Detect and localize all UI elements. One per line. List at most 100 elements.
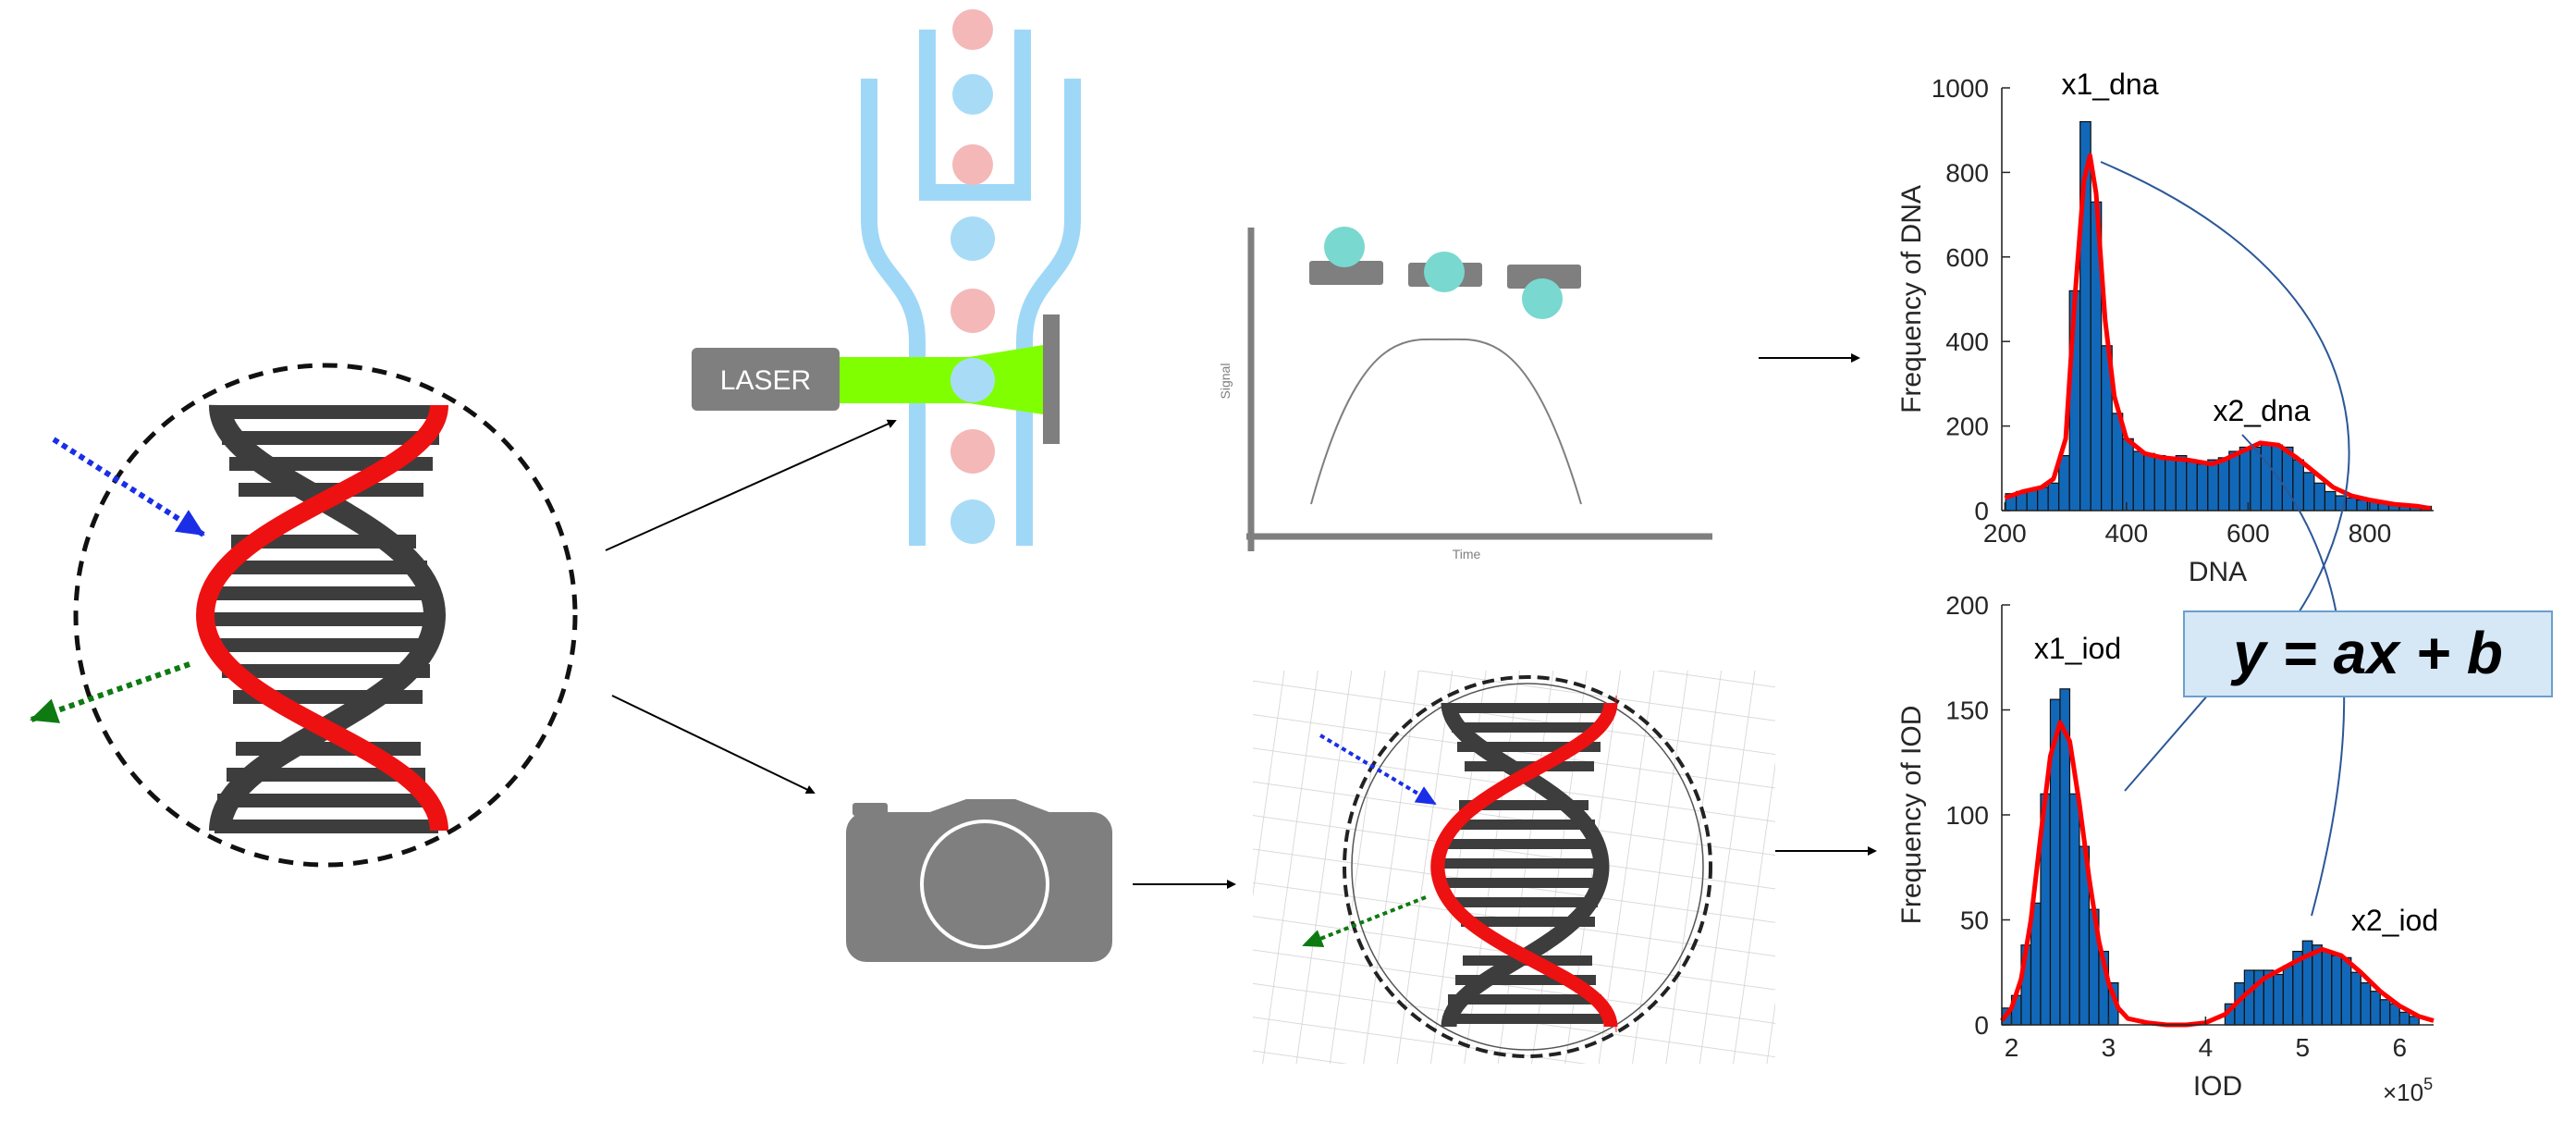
emission-arrow-green [30, 661, 190, 723]
histogram-bar [2250, 446, 2262, 512]
histogram-bar [2186, 461, 2198, 512]
histogram-bar [2324, 490, 2337, 512]
histogram-bar [2282, 965, 2294, 1026]
image-dna-helix [1429, 695, 1618, 1033]
histogram-bar [2165, 457, 2177, 512]
histogram-bar [2398, 1011, 2410, 1026]
annotation-x2-dna: x2_dna [2214, 394, 2311, 427]
equation-text: y = ax + b [2230, 620, 2503, 686]
histogram-bar [2350, 971, 2361, 1026]
mapping-curves [2100, 161, 2350, 917]
histogram-bar [2345, 497, 2358, 512]
histogram-bar [2122, 438, 2134, 512]
histogram-bar [2260, 444, 2273, 512]
histogram-bar [2037, 487, 2049, 512]
y-axis-label: Frequency of DNA [1896, 185, 1927, 413]
equation-box: y = ax + b [2183, 610, 2553, 697]
y-tick-label: 800 [1945, 158, 1989, 187]
image-excitation-arrow [1319, 733, 1437, 806]
y-tick-label: 100 [1945, 801, 1989, 830]
histogram-bar [2360, 981, 2372, 1026]
y-tick-label: 200 [1945, 413, 1989, 441]
x-tick-label: 2 [2005, 1033, 2019, 1062]
histogram-bar [2217, 457, 2230, 512]
y-tick-label: 1000 [1932, 74, 1989, 103]
camera-icon [846, 799, 1112, 962]
detector-bar [1043, 314, 1060, 444]
histogram-bar [2207, 459, 2219, 512]
histogram-bar [2153, 454, 2166, 512]
histogram-bar [2271, 444, 2283, 512]
histogram-bar [2312, 944, 2323, 1026]
dna-dashed-circle [73, 363, 578, 868]
histogram-bar [2356, 499, 2369, 512]
histogram-bar [2243, 969, 2255, 1026]
histogram-bar [2239, 446, 2251, 512]
histogram-bar [2321, 950, 2333, 1026]
laser-label: LASER [720, 365, 811, 396]
signal-curve [1310, 338, 1582, 505]
x-axis-label: DNA [2189, 557, 2247, 587]
signal-x-label: Time [1453, 547, 1481, 561]
x-tick-label: 800 [2349, 519, 2392, 548]
histogram-bar [2175, 454, 2188, 512]
sensor-block-3 [1507, 265, 1581, 289]
histogram-bar [2302, 472, 2315, 512]
bead-2 [1424, 252, 1465, 292]
histogram-bar [2313, 482, 2326, 512]
arrow-to-flow-cytometer [605, 419, 897, 551]
x-tick-label: 6 [2392, 1033, 2407, 1062]
histogram-bar [2370, 991, 2381, 1026]
histogram-bar [2196, 463, 2209, 512]
flow-cytometer-figure: LASER [692, 9, 1081, 546]
flow-channel [861, 30, 1081, 546]
image-emission-arrow [1302, 895, 1427, 947]
y-tick-label: 0 [1974, 1011, 1989, 1040]
cells [951, 9, 995, 544]
x-multiplier-label: ×105 [2383, 1075, 2433, 1106]
dna-helix-icon [195, 403, 448, 833]
histogram-bar [2273, 973, 2284, 1026]
histogram-bar [2143, 452, 2155, 512]
histogram-bar [2331, 955, 2342, 1026]
bead-1 [1324, 227, 1365, 267]
signal-y-label: Signal [1218, 364, 1233, 400]
fit-curve [2000, 720, 2435, 1028]
annotation-x1-iod: x1_iod [2034, 632, 2121, 665]
y-tick-label: 600 [1945, 243, 1989, 272]
image-dashed-circle [1343, 675, 1712, 1058]
sensor-block-1 [1309, 261, 1383, 285]
x-tick-label: 4 [2199, 1033, 2214, 1062]
histogram-bar [2068, 793, 2080, 1026]
signal-plot: Signal Time [1218, 227, 1712, 561]
x-tick-label: 600 [2226, 519, 2270, 548]
histogram-bar [2379, 999, 2391, 1026]
annotation-x1-dna: x1_dna [2062, 68, 2159, 101]
cell-image-figure [1253, 671, 1775, 1064]
annotation-x2-iod: x2_iod [2351, 904, 2438, 937]
y-tick-label: 150 [1945, 696, 1989, 725]
y-tick-label: 50 [1960, 906, 1989, 935]
cell-in-beam [951, 358, 995, 402]
y-axis-label: Frequency of IOD [1896, 706, 1927, 925]
bead-3 [1522, 278, 1563, 319]
x-tick-label: 200 [1983, 519, 2027, 548]
histogram-bar [2340, 956, 2352, 1026]
y-tick-label: 200 [1945, 591, 1989, 620]
dna-molecule-figure [30, 363, 578, 868]
y-tick-label: 0 [1974, 497, 1989, 525]
histogram-bar [2228, 450, 2240, 512]
x-tick-label: 5 [2296, 1033, 2311, 1062]
histogram-bar [2047, 482, 2060, 512]
x-tick-label: 3 [2102, 1033, 2116, 1062]
laser-box [692, 348, 840, 411]
fit-curve [2004, 153, 2432, 512]
histogram-bar [2132, 450, 2145, 512]
y-tick-label: 400 [1945, 327, 1989, 356]
excitation-arrow-blue [52, 437, 205, 537]
arrow-to-camera [611, 695, 816, 795]
x-tick-label: 400 [2104, 519, 2148, 548]
